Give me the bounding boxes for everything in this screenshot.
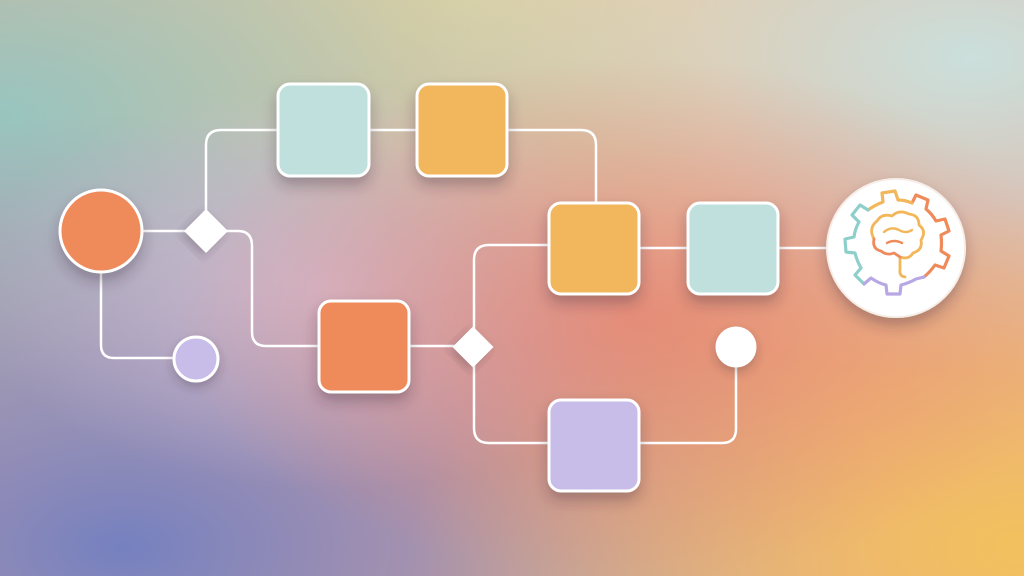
- process-box-mint-top: [276, 82, 371, 178]
- gear-segment-amber: [866, 189, 914, 212]
- process-box-mint-right: [686, 201, 780, 296]
- connector-diamond-to-orange-middle: [222, 229, 322, 348]
- decision-diamond-right: [452, 326, 494, 368]
- gear-segment-mint: [843, 203, 870, 286]
- connector-diamond-right-to-lavender-bottom: [472, 362, 552, 445]
- connector-amber-top-to-amber-right: [505, 128, 598, 206]
- brain-fold-2: [885, 239, 904, 245]
- process-box-amber-right: [547, 201, 641, 296]
- brain-gear-badge: [826, 178, 966, 318]
- process-box-lavender-bottom: [547, 398, 641, 493]
- badge-circle: [826, 178, 966, 318]
- connector-diamond-to-mint-top: [204, 128, 281, 215]
- start-circle: [58, 188, 144, 274]
- connectors: [99, 128, 832, 445]
- end-circle-lavender: [172, 335, 220, 383]
- nodes: [58, 82, 966, 493]
- end-circle-white: [715, 326, 757, 368]
- brain-gear-icon: [843, 189, 951, 296]
- brain-fold-1: [882, 227, 914, 234]
- process-box-orange-middle: [317, 299, 411, 394]
- brain-outline: [870, 210, 925, 279]
- connector-lavender-bottom-to-white-circle: [637, 364, 738, 445]
- gear-segment-lavender: [862, 275, 926, 296]
- gear-segment-orange: [910, 193, 951, 279]
- decision-diamond-left: [184, 209, 228, 253]
- process-box-amber-top: [415, 82, 509, 178]
- connector-start-to-lavender-circle: [99, 270, 177, 360]
- brain-lower: [872, 237, 902, 259]
- connector-diamond-right-to-amber-right: [472, 243, 552, 331]
